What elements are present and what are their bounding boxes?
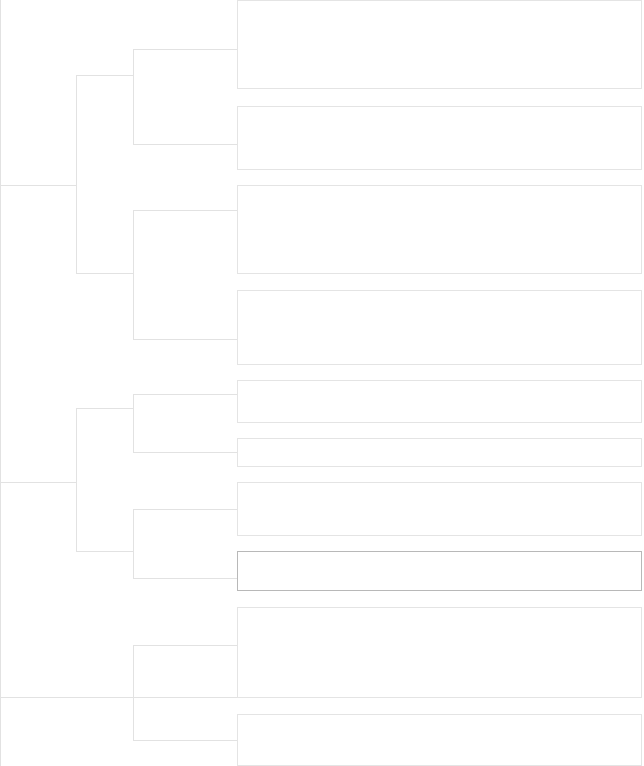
leaf-box[interactable] <box>237 380 642 423</box>
selected-leaf-box[interactable] <box>237 551 642 591</box>
leaf-box[interactable] <box>237 714 642 766</box>
leaf-box[interactable] <box>237 607 642 698</box>
leaf-box[interactable] <box>237 482 642 536</box>
leaf-box[interactable] <box>237 185 642 274</box>
leaf-box[interactable] <box>237 0 642 89</box>
leaf-box[interactable] <box>237 438 642 467</box>
leaf-box[interactable] <box>237 106 642 170</box>
leaf-box[interactable] <box>237 290 642 365</box>
